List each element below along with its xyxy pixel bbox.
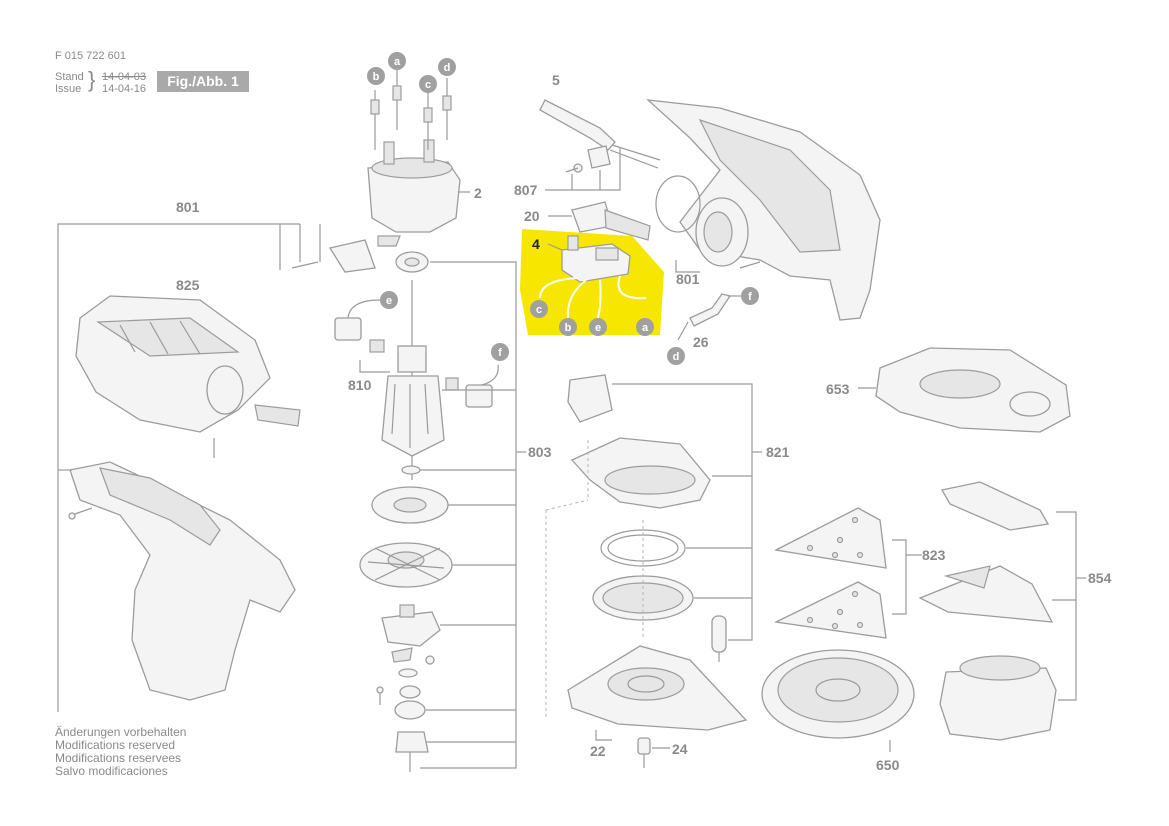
base-group: [545, 374, 762, 768]
part-number-labels: 5 2 807 20 4 801 801 825 810 803 821 26 …: [176, 72, 1112, 773]
clip-bracket: [328, 239, 376, 273]
pin-part: [711, 615, 727, 653]
issue-date: 14-04-16: [102, 83, 147, 95]
part-number-650: 650: [876, 757, 900, 773]
svg-text:b: b: [565, 322, 572, 334]
part-number-803: 803: [528, 444, 552, 460]
part-number-821: 821: [766, 444, 790, 460]
o-ring: [655, 175, 701, 233]
handle-housing-part: [69, 461, 296, 701]
modification-notes: Änderungen vorbehalten Modifications res…: [55, 726, 186, 778]
stand-label: Stand: [55, 71, 84, 83]
stand-date: 14-04-03: [102, 71, 147, 83]
note-en: Modifications reserved: [55, 738, 176, 752]
part-number-22: 22: [590, 743, 606, 759]
eccentric-part: [381, 611, 441, 647]
wire-badge-b-top: b: [367, 67, 385, 85]
seal-ring-upper: [600, 529, 686, 567]
wire-badge-c-top: c: [419, 75, 437, 93]
part-number-854: 854: [1088, 570, 1112, 586]
svg-text:f: f: [498, 347, 502, 359]
motor-stack-group: [334, 251, 526, 772]
top-cover-ribs: [96, 317, 240, 357]
part-number-825: 825: [176, 277, 200, 293]
part-number-801-right: 801: [676, 271, 700, 287]
part-number-653: 653: [826, 381, 850, 397]
wire-badge-b-switch: b: [559, 318, 577, 336]
motor-housing-group: [646, 99, 881, 321]
top-cover-part: [75, 295, 271, 433]
part-number-26: 26: [693, 334, 709, 350]
cover-port: [206, 365, 244, 415]
switch-group: [539, 201, 651, 319]
wire-part: [689, 293, 732, 327]
date-brace: }: [88, 67, 96, 92]
wire-badge-f-right: f: [741, 287, 759, 305]
housing-group: [57, 223, 376, 712]
part-number-823: 823: [922, 547, 946, 563]
carbon-brush-right: [465, 384, 493, 408]
accessories-group: [761, 347, 1086, 752]
svg-text:d: d: [444, 62, 451, 74]
svg-text:e: e: [386, 295, 392, 307]
wire-badge-e-mid: e: [380, 291, 398, 309]
wire-badges: b a c d e f c b e a f d: [367, 52, 759, 365]
part-number-5: 5: [552, 72, 560, 88]
wire-badge-f-mid: f: [491, 343, 509, 361]
part-number-801-left: 801: [176, 199, 200, 215]
sanding-sheet-1: [773, 507, 887, 569]
sanding-sheet-2: [773, 581, 887, 639]
commutator: [397, 345, 427, 373]
handle-grip: [99, 467, 221, 546]
part-number-4: 4: [532, 236, 540, 252]
svg-text:e: e: [595, 322, 601, 334]
brush-holder-group: [367, 70, 470, 247]
bearing-bottom: [394, 700, 426, 720]
fan-hub: [395, 731, 429, 753]
cable-group: [539, 99, 661, 191]
svg-text:c: c: [425, 79, 431, 91]
figure-tag: Fig./Abb. 1: [157, 71, 249, 92]
note-fr: Modifications reservees: [55, 751, 182, 765]
part-number-2: 2: [474, 185, 482, 201]
dust-flap: [567, 374, 613, 423]
cable-sleeve: [539, 99, 616, 151]
svg-text:f: f: [748, 291, 752, 303]
part-number-24: 24: [672, 741, 688, 757]
svg-text:a: a: [642, 322, 649, 334]
wire-badge-e-switch: e: [589, 318, 607, 336]
wire-badge-d-right: d: [667, 347, 685, 365]
part-number-807: 807: [514, 182, 538, 198]
document-number: F 015 722 601: [55, 50, 126, 62]
issue-label: Issue: [55, 83, 82, 95]
wire-26-group: [677, 293, 742, 341]
wire-badge-a-switch: a: [636, 318, 654, 336]
carbon-brush-left: [334, 317, 362, 341]
cable-clamp: [587, 145, 611, 169]
sleeve-attachment: [939, 667, 1057, 741]
svg-text:d: d: [673, 351, 680, 363]
armature-part: [381, 375, 445, 457]
motor-housing-part: [646, 99, 881, 321]
note-es: Salvo modificaciones: [55, 764, 168, 778]
svg-text:c: c: [536, 304, 542, 316]
svg-text:b: b: [373, 71, 380, 83]
wire-badge-d-top: d: [438, 58, 456, 76]
part-number-810: 810: [348, 377, 372, 393]
clip-plate: [254, 404, 301, 427]
part-number-20: 20: [524, 208, 540, 224]
wire-badge-a-top: a: [388, 52, 406, 70]
svg-text:a: a: [394, 56, 401, 68]
wire-badge-c-switch: c: [530, 300, 548, 318]
note-de: Änderungen vorbehalten: [55, 725, 187, 739]
screw-24: [637, 737, 651, 755]
finger-attachment: [940, 481, 1050, 531]
